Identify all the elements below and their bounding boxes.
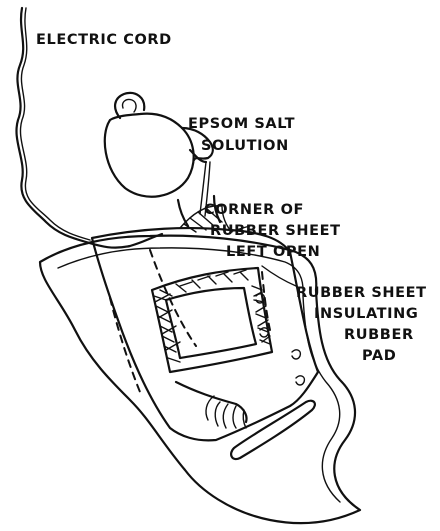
treatment-window — [152, 268, 272, 372]
hidden-outline-left — [110, 298, 140, 392]
pitcher — [105, 93, 213, 216]
label-pad: PAD — [362, 348, 396, 364]
patient-arm — [176, 382, 247, 422]
label-left-open: LEFT OPEN — [226, 244, 320, 260]
label-rubber-sheet-1: RUBBER SHEET — [210, 223, 341, 239]
label-solution: SOLUTION — [201, 138, 289, 154]
label-rubber: RUBBER — [344, 327, 414, 343]
label-epsom-salt: EPSOM SALT — [188, 116, 295, 132]
label-corner-of: CORNER OF — [204, 202, 304, 218]
label-rubber-sheet-2: RUBBER SHEET — [296, 285, 427, 301]
label-insulating: INSULATING — [314, 306, 418, 322]
label-electric-cord: ELECTRIC CORD — [36, 32, 172, 48]
leader-line-rubber-sheet — [262, 266, 296, 286]
